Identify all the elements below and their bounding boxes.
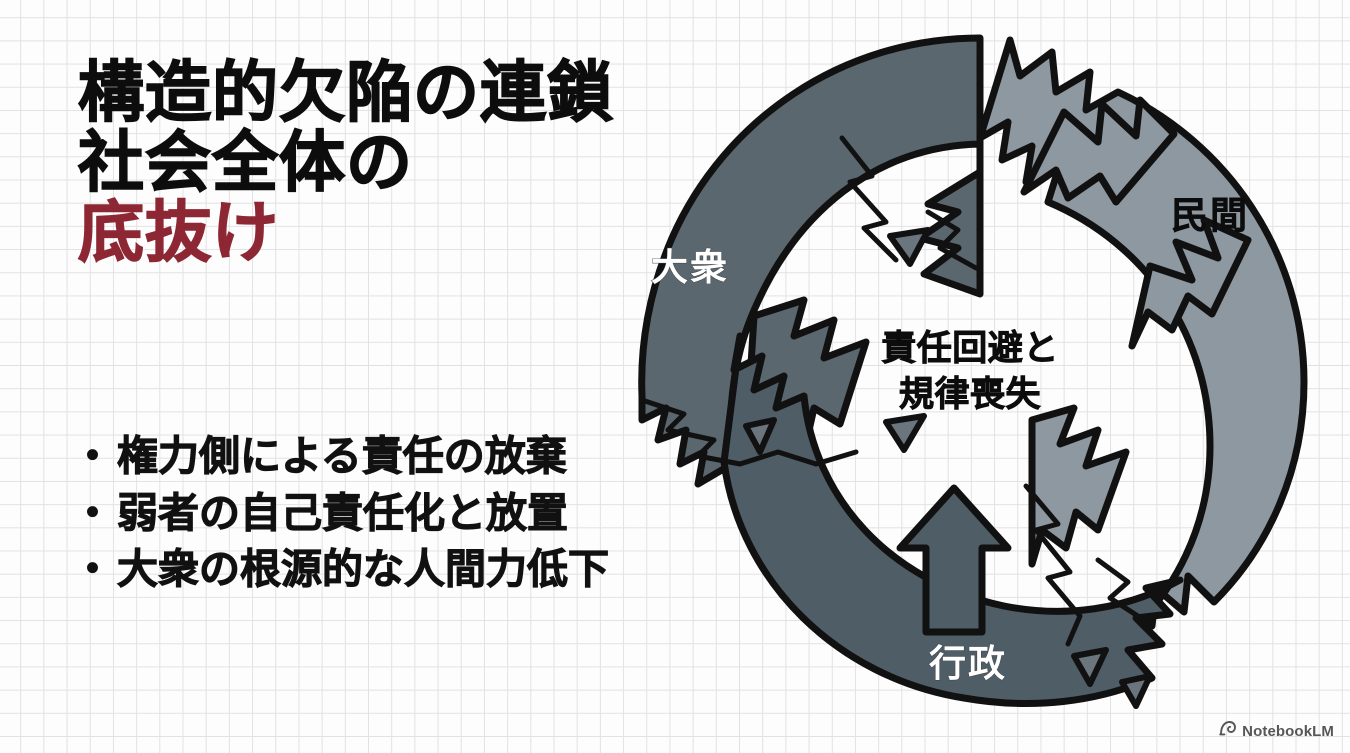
crack-lines-group: [639, 135, 1147, 647]
crack-line-left: [639, 397, 859, 467]
bullet-marker-icon: ・: [72, 489, 114, 536]
gyosei-arc-shape: [720, 332, 1184, 707]
list-item: ・大衆の根源的な人間力低下: [72, 541, 712, 598]
fragment-shard-3: [743, 417, 777, 455]
list-item-label: 大衆の根源的な人間力低下: [117, 546, 610, 593]
cycle-segment-label-gyosei: 行政: [929, 643, 1007, 684]
center-label-line-2: 規律喪失: [899, 375, 1042, 414]
cycle-segment-taishu: 大衆: [638, 34, 984, 488]
center-label-line-1: 責任回避と: [881, 329, 1059, 368]
bullet-marker-icon: ・: [72, 433, 114, 480]
crack-line-right-2: [1095, 557, 1147, 623]
page-title-line-2: 社会全体の: [77, 124, 413, 199]
list-item-label: 弱者の自己責任化と放置: [117, 489, 569, 536]
bullet-marker-icon: ・: [72, 546, 114, 593]
notebooklm-watermark-label: NotebookLM: [1242, 722, 1334, 740]
fragment-shard-4: [1071, 647, 1109, 687]
fragment-shard-5: [1119, 673, 1153, 709]
notebooklm-spiral-icon: [1219, 721, 1237, 741]
center-label-group: 責任回避と 規律喪失: [881, 329, 1059, 415]
crack-line-top: [839, 135, 899, 263]
list-item: ・弱者の自己責任化と放置: [72, 485, 712, 542]
minkan-inward-arrow-lower: [1128, 216, 1252, 350]
cycle-segment-gyosei: 行政: [720, 332, 1184, 707]
title-block: 構造的欠陥の連鎖 社会全体の 底抜け: [77, 55, 678, 269]
crack-line-top-2: [925, 209, 979, 271]
cycle-segment-label-taishu: 大衆: [651, 247, 729, 288]
list-item: ・権力側による責任の放棄: [72, 428, 712, 485]
crack-fragments-group: [743, 227, 1153, 709]
gyosei-inward-arrow-up: [896, 484, 1012, 636]
taishu-arc-shape: [638, 34, 984, 488]
broken-cycle-diagram: 大衆 民間 行政: [628, 16, 1340, 732]
fragment-shard-1: [887, 227, 931, 267]
minkan-inward-arrowhead-upper: [1020, 96, 1178, 206]
list-item-label: 権力側による責任の放棄: [117, 433, 568, 480]
cycle-segment-label-minkan: 民間: [1171, 195, 1249, 236]
notebooklm-watermark: NotebookLM: [1219, 721, 1334, 741]
page-title-line-3-accent: 底抜け: [77, 194, 279, 269]
bullet-list: ・権力側による責任の放棄 ・弱者の自己責任化と放置 ・大衆の根源的な人間力低下: [72, 428, 712, 598]
fragment-shard-2: [883, 413, 927, 453]
page-title-line-1: 構造的欠陥の連鎖: [77, 55, 614, 129]
crack-line-right: [1023, 483, 1083, 647]
